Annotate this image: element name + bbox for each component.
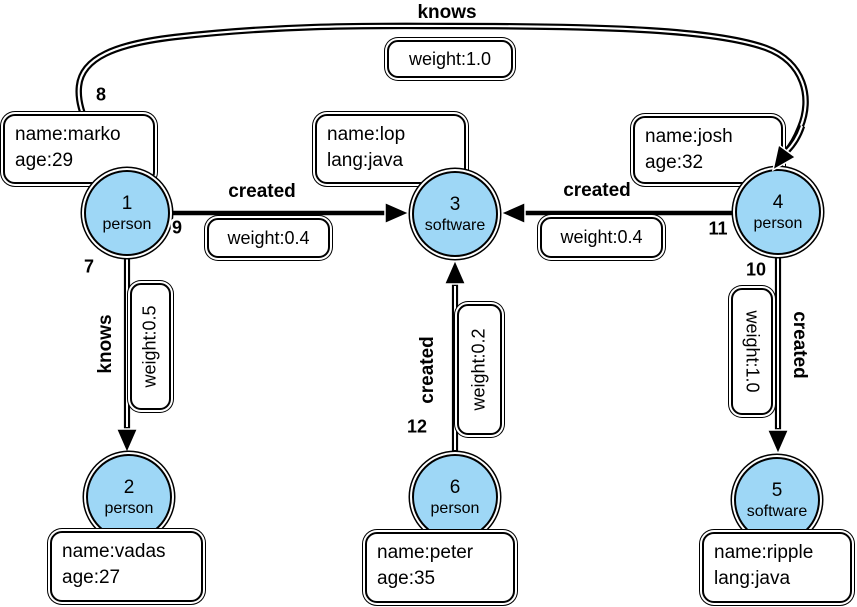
edge-10-arrowhead: [766, 429, 790, 456]
edge-11-label: created: [563, 180, 631, 201]
weight-text: weight:0.5: [140, 305, 160, 388]
edge-10-weight: weight:1.0: [731, 288, 773, 415]
edge-11-arrowhead: [499, 201, 526, 225]
edge-12-id: 12: [406, 416, 428, 437]
vertex-6-properties: name:peter age:35: [365, 532, 515, 603]
edge-11-weight: weight:0.4: [540, 217, 663, 258]
vertex-id: 3: [449, 193, 461, 215]
edge-11-id: 11: [708, 218, 728, 239]
vertex-label: person: [753, 214, 803, 232]
vertex-6: 6 person: [412, 454, 498, 540]
property-line: name:ripple: [714, 542, 814, 563]
edge-10-label: created: [789, 311, 810, 379]
edge-7-id: 7: [83, 256, 95, 277]
vertex-id: 2: [123, 476, 135, 498]
edge-12-weight: weight:0.2: [457, 304, 502, 435]
vertex-label: person: [104, 499, 154, 517]
vertex-id: 6: [449, 476, 461, 498]
weight-text: weight:0.4: [560, 227, 643, 247]
edge-7-weight: weight:0.5: [130, 283, 171, 410]
property-line: age:35: [377, 568, 436, 589]
vertex-id: 4: [772, 191, 784, 213]
edge-9-arrowhead: [384, 201, 411, 225]
vertex-label: person: [430, 499, 480, 517]
property-line: age:27: [62, 567, 121, 588]
vertex-1: 1 person: [84, 170, 170, 256]
edge-7-arrowhead: [115, 428, 139, 455]
edge-9-weight: weight:0.4: [207, 218, 330, 258]
vertex-label: software: [746, 502, 808, 520]
edge-9-id: 9: [171, 217, 183, 238]
edge-8-label: knows: [417, 2, 477, 23]
property-line: name:lop: [327, 124, 406, 145]
vertex-label: person: [102, 215, 152, 233]
vertex-2-properties: name:vadas age:27: [50, 531, 203, 602]
edge-12-label: created: [417, 336, 438, 404]
vertex-id: 5: [771, 479, 783, 501]
vertex-3: 3 software: [412, 171, 498, 257]
property-line: name:josh: [645, 126, 733, 147]
vertex-2: 2 person: [86, 454, 172, 540]
property-line: name:peter: [377, 542, 474, 563]
weight-text: weight:0.4: [227, 227, 310, 248]
vertex-5: 5 software: [734, 457, 820, 543]
vertex-5-properties: name:ripple lang:java: [702, 532, 852, 603]
edge-9-label: created: [228, 181, 296, 202]
edge-8-weight: weight:1.0: [387, 40, 513, 78]
edge-12-arrowhead: [443, 258, 467, 285]
property-line: name:marko: [15, 124, 121, 145]
weight-text: weight:1.0: [408, 48, 492, 69]
property-line: lang:java: [327, 150, 404, 171]
property-line: age:32: [645, 152, 704, 173]
property-line: age:29: [15, 150, 74, 171]
edge-10-id: 10: [745, 259, 767, 280]
weight-text: weight:1.0: [742, 310, 763, 393]
vertex-4: 4 person: [735, 169, 821, 255]
vertex-id: 1: [121, 192, 133, 214]
weight-text: weight:0.2: [469, 328, 489, 411]
property-line: lang:java: [714, 568, 791, 589]
edge-8-line-core: [77, 24, 807, 171]
property-line: name:vadas: [62, 541, 166, 562]
vertex-label: software: [424, 216, 486, 234]
edge-7-label: knows: [95, 314, 116, 374]
edge-8-id: 8: [95, 84, 107, 105]
